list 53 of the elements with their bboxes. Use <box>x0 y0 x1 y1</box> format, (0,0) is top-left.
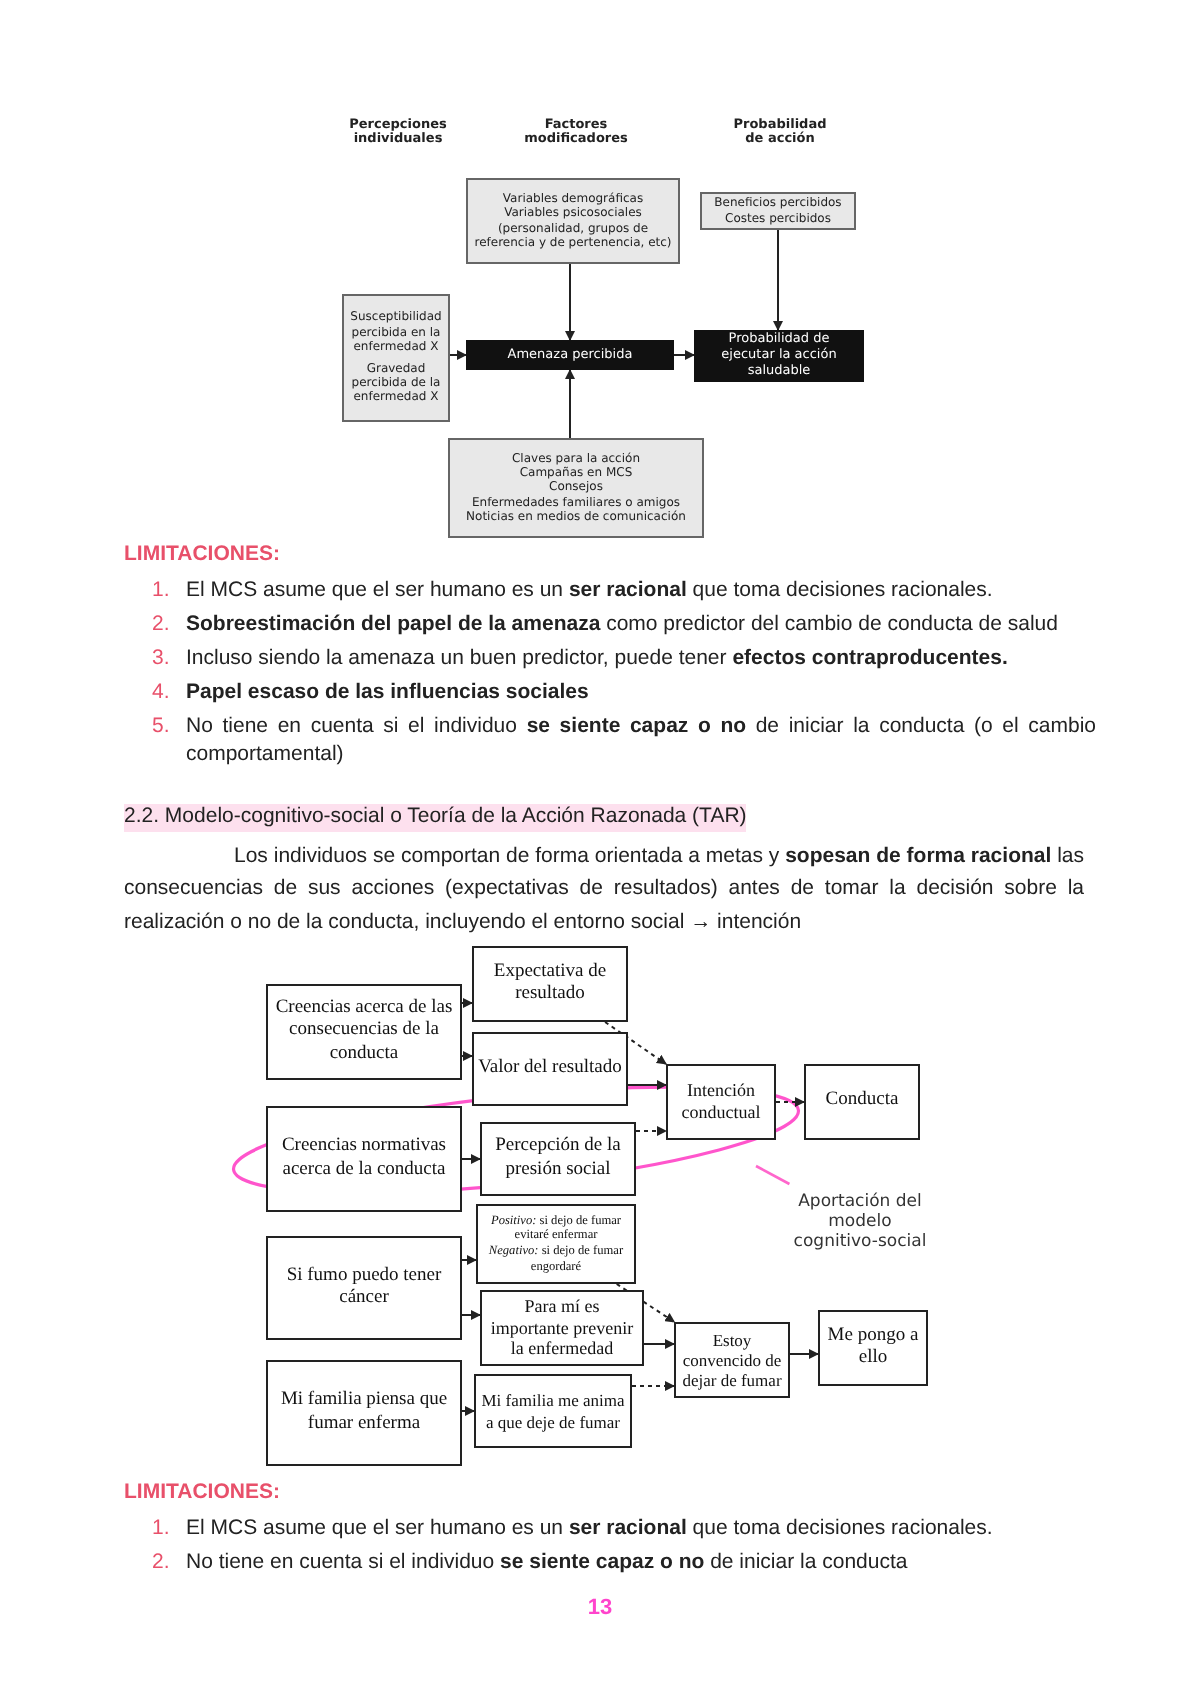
list-number: 5. <box>152 714 172 742</box>
page-number: 13 <box>585 1594 615 1623</box>
arrow <box>461 1051 473 1061</box>
section-heading: LIMITACIONES: <box>124 542 282 570</box>
list-item: El MCS asume que el ser humano es un ser racional que toma decisiones racionales. <box>186 1516 995 1544</box>
arrow <box>565 263 575 341</box>
annotation-text: Aportación del modelo cognitivo-social <box>786 1184 934 1260</box>
leader-line <box>755 1164 791 1186</box>
dashed-arrow <box>631 1381 675 1391</box>
dashed-arrow <box>635 1126 667 1136</box>
arrow <box>643 1339 675 1349</box>
list-number: 3. <box>152 646 172 674</box>
concept-box: Mi familia piensa que fumar enferma <box>266 1360 462 1466</box>
list-item: Papel escaso de las influencias sociales <box>186 680 591 708</box>
arrow <box>449 350 467 360</box>
arrow <box>789 1349 819 1359</box>
concept-box: Estoy convencido de dejar de fumar <box>674 1322 790 1398</box>
arrow <box>461 1406 475 1416</box>
list-number: 2. <box>152 1550 172 1578</box>
arrow <box>461 998 473 1008</box>
dashed-arrow <box>775 1097 805 1107</box>
concept-box: Para mí es importante prevenir la enfermedad <box>480 1290 644 1366</box>
section-heading: 2.2. Modelo-cognitivo-social o Teoría de la Acción Razonada (TAR) <box>124 804 747 832</box>
list-item: Sobreestimación del papel de la amenaza como predictor del cambio de conducta de salud <box>186 612 1060 640</box>
section-heading: LIMITACIONES: <box>124 1480 282 1508</box>
concept-box: Percepción de la presión social <box>480 1122 636 1196</box>
concept-box: Valor del resultado <box>472 1032 628 1106</box>
list-number: 1. <box>152 1516 172 1544</box>
arrow <box>461 1154 481 1164</box>
concept-box: Me pongo a ello <box>818 1310 928 1386</box>
arrow <box>627 1080 667 1090</box>
concept-box: Mi familia me anima a que deje de fumar <box>474 1374 632 1448</box>
concept-box: Conducta <box>804 1064 920 1140</box>
paragraph: Los individuos se comportan de forma orientada a metas y sopesan de forma racional las consecuencias de sus acciones (expectativas de resultados) antes de tomar la decisión sobre la realización o no de la conducta, incluyendo el entorno social → intención <box>124 842 1084 938</box>
concept-box: Expectativa de resultado <box>472 946 628 1022</box>
list-item: Incluso siendo la amenaza un buen predictor, puede tener efectos contraproducentes. <box>186 646 1010 674</box>
list-number: 2. <box>152 612 172 640</box>
concept-box: Creencias normativas acerca de la conducta <box>266 1106 462 1212</box>
arrow <box>565 369 575 439</box>
dashed-arrow <box>604 1021 667 1066</box>
list-item: No tiene en cuenta si el individuo se siente capaz o no de iniciar la conducta (o el cambio comportamental) <box>186 714 1096 769</box>
arrow <box>673 350 695 360</box>
arrow <box>461 1310 481 1320</box>
arrow <box>773 229 783 331</box>
arrow <box>461 1255 477 1265</box>
list-item: No tiene en cuenta si el individuo se siente capaz o no de iniciar la conducta <box>186 1550 910 1578</box>
concept-box: Intención conductual <box>666 1064 776 1140</box>
dashed-arrow <box>615 1283 676 1323</box>
list-number: 1. <box>152 578 172 606</box>
concept-box: Si fumo puedo tener cáncer <box>266 1236 462 1340</box>
concept-box: Creencias acerca de las consecuencias de la conducta <box>266 984 462 1080</box>
list-number: 4. <box>152 680 172 708</box>
list-item: El MCS asume que el ser humano es un ser racional que toma decisiones racionales. <box>186 578 995 606</box>
